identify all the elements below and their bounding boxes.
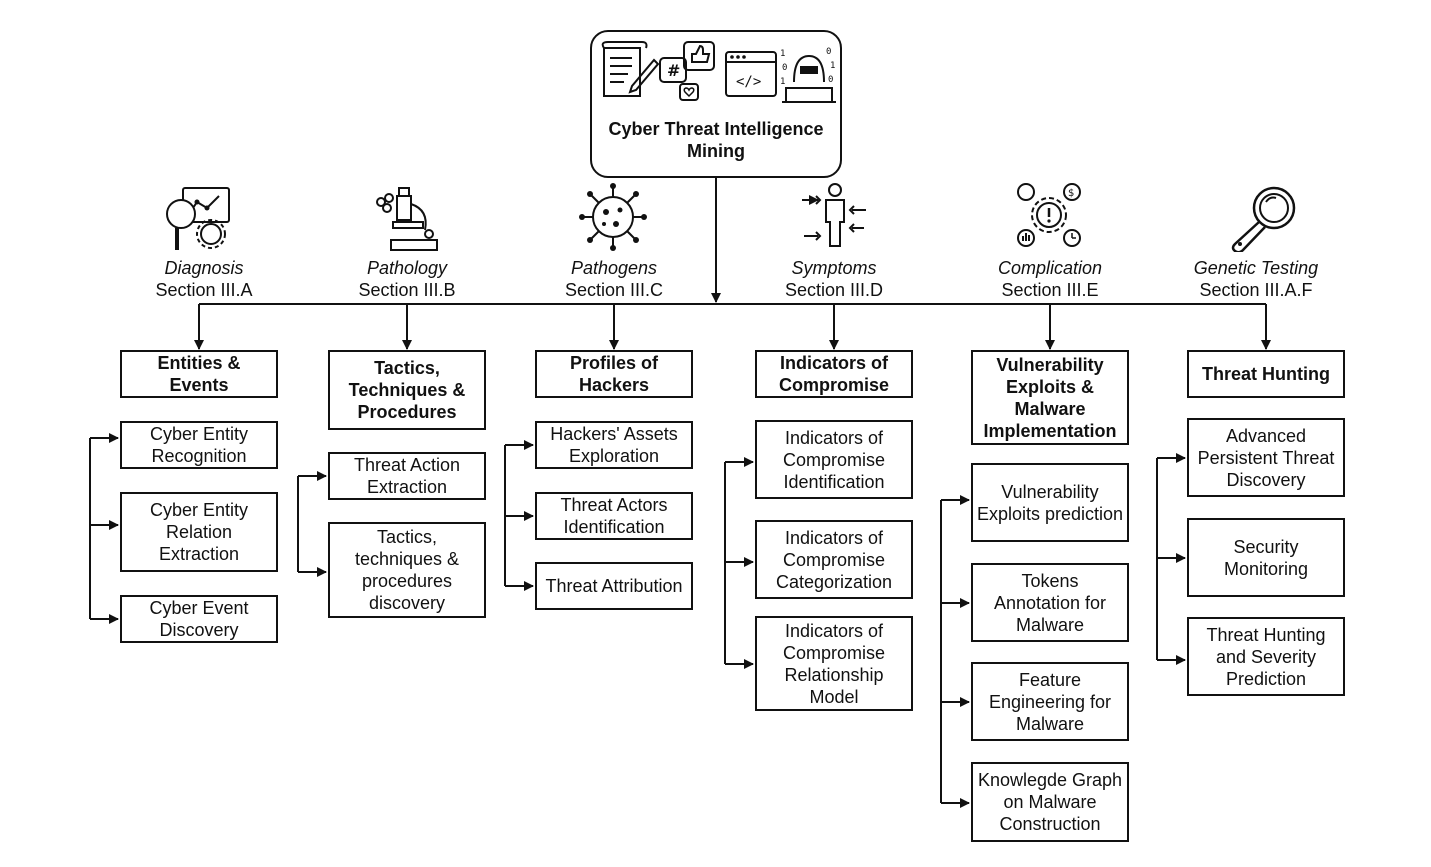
item-box: Indicators of Compromise Categorization — [755, 520, 913, 599]
category-name: Pathology — [366, 258, 448, 278]
item-box: Cyber Entity Recognition — [120, 421, 278, 469]
section-ref: Section III.A.F — [1199, 280, 1313, 300]
section-ref: Section III.A — [155, 280, 253, 300]
svg-text:$: $ — [1068, 188, 1074, 199]
section-ref: Section III.C — [564, 280, 664, 300]
svg-text:1: 1 — [830, 61, 835, 71]
item-box: Tokens Annotation for Malware — [971, 563, 1129, 642]
category-name: Diagnosis — [164, 258, 244, 278]
header-box-threat-hunting: Threat Hunting — [1187, 350, 1345, 398]
analytics-magnifier-gear-icon — [166, 187, 230, 250]
svg-text:0: 0 — [826, 47, 831, 57]
category-name: Complication — [997, 258, 1103, 278]
svg-text:</>: </> — [736, 74, 761, 90]
item-box: Feature Engineering for Malware — [971, 662, 1129, 741]
item-box: Security Monitoring — [1187, 518, 1345, 597]
item-box: Indicators of Compromise Relationship Mo… — [755, 616, 913, 711]
header-box-entities-events: Entities & Events — [120, 350, 278, 398]
item-box: Cyber Event Discovery — [120, 595, 278, 643]
svg-text:1: 1 — [780, 49, 785, 59]
item-box: Hackers' Assets Exploration — [535, 421, 693, 469]
document-pen-icon — [601, 41, 660, 97]
svg-text:0: 0 — [828, 75, 833, 85]
item-box: Tactics, techniques & procedures discove… — [328, 522, 486, 618]
item-box: Threat Actors Identification — [535, 492, 693, 540]
category-name: Symptoms — [791, 258, 877, 278]
gear-warning-cycle-icon: $ — [1017, 183, 1081, 247]
category-label-diagnosis: Diagnosis Section III.A — [84, 257, 324, 301]
header-box-ioc: Indicators of Compromise — [755, 350, 913, 398]
item-box: Threat Attribution — [535, 562, 693, 610]
virus-icon — [579, 183, 647, 251]
category-name: Pathogens — [570, 258, 658, 278]
header-box-vulnerability-malware: Vulnerability Exploits & Malware Impleme… — [971, 350, 1129, 445]
hacker-icon: 1 0 1 0 1 0 — [780, 47, 836, 103]
item-box: Vulnerability Exploits prediction — [971, 463, 1129, 542]
svg-text:0: 0 — [782, 63, 787, 73]
item-box: Indicators of Compromise Identification — [755, 420, 913, 499]
header-box-hacker-profiles: Profiles of Hackers — [535, 350, 693, 398]
code-window-icon: </> — [725, 51, 777, 97]
item-box: Knowlegde Graph on Malware Construction — [971, 762, 1129, 842]
section-ref: Section III.B — [358, 280, 456, 300]
category-label-pathology: Pathology Section III.B — [287, 257, 527, 301]
svg-text:#: # — [667, 61, 680, 80]
social-media-icon: # — [659, 41, 715, 101]
microscope-icon — [376, 187, 438, 251]
section-ref: Section III.E — [1001, 280, 1099, 300]
category-label-genetic-testing: Genetic Testing Section III.A.F — [1136, 257, 1376, 301]
item-box: Cyber Entity Relation Extraction — [120, 492, 278, 572]
magnifying-glass-icon — [1231, 186, 1296, 252]
section-ref: Section III.D — [784, 280, 884, 300]
category-name: Genetic Testing — [1193, 258, 1319, 278]
category-label-symptoms: Symptoms Section III.D — [714, 257, 954, 301]
item-box: Threat Hunting and Severity Prediction — [1187, 617, 1345, 696]
category-label-pathogens: Pathogens Section III.C — [494, 257, 734, 301]
root-title: Cyber Threat Intelligence Mining — [608, 119, 824, 161]
header-box-ttp: Tactics, Techniques & Procedures — [328, 350, 486, 430]
category-label-complication: Complication Section III.E — [930, 257, 1170, 301]
item-box: Threat Action Extraction — [328, 452, 486, 500]
person-symptoms-icon — [802, 183, 866, 247]
item-box: Advanced Persistent Threat Discovery — [1187, 418, 1345, 497]
svg-text:1: 1 — [780, 77, 785, 87]
root-node: # </> 1 0 1 0 1 0 Cyber Threat Intellige… — [590, 30, 842, 178]
